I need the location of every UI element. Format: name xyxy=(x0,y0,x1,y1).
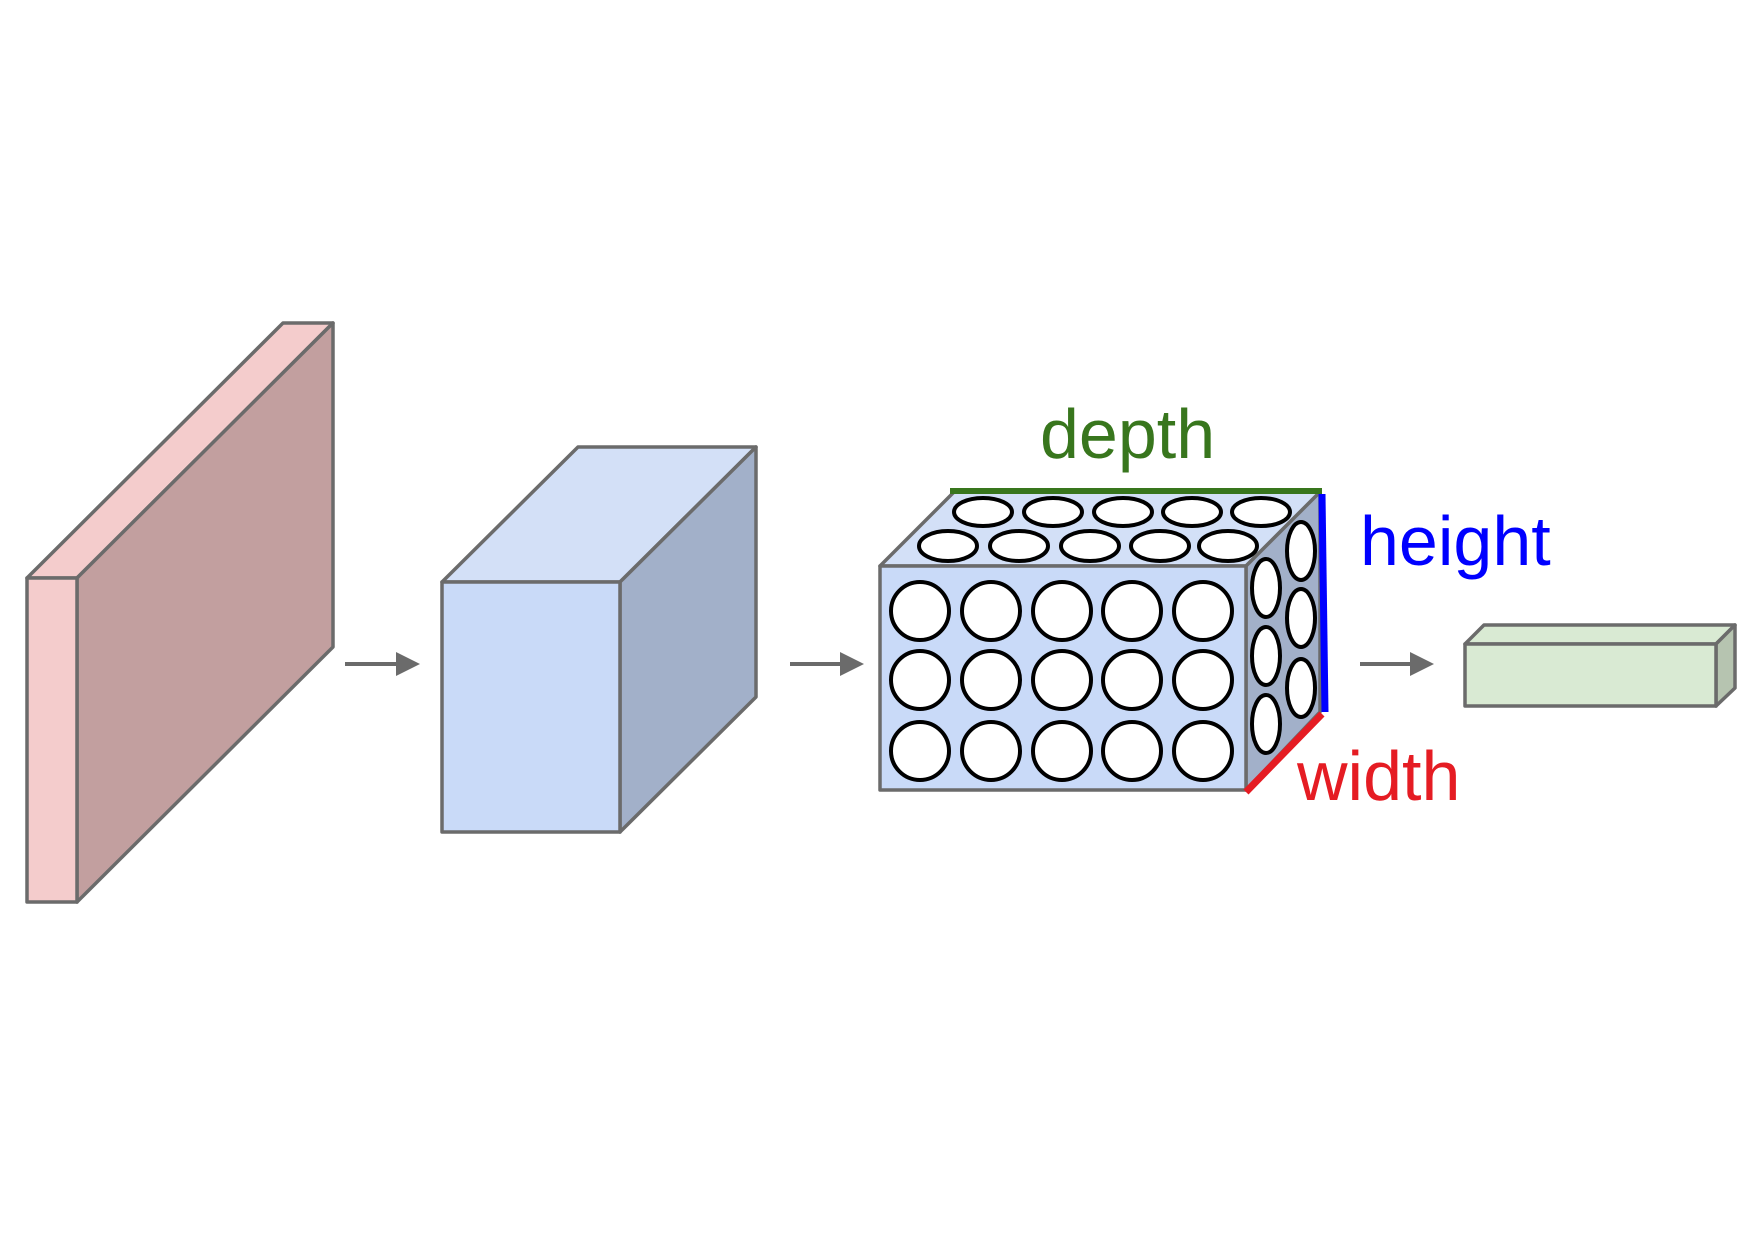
neuron xyxy=(889,720,951,782)
neuron xyxy=(1250,625,1282,687)
neuron xyxy=(952,496,1014,528)
neuron xyxy=(1230,496,1292,528)
arrow-2 xyxy=(790,652,864,676)
hidden-layer-box xyxy=(440,445,758,834)
input-layer-slab xyxy=(25,321,335,904)
neuron xyxy=(1059,529,1121,563)
neuron xyxy=(1101,649,1163,711)
neuron xyxy=(917,529,979,563)
width-label: width xyxy=(1296,737,1460,815)
neuron xyxy=(1197,529,1259,563)
neuron xyxy=(960,649,1022,711)
arrow-1 xyxy=(345,652,420,676)
neuron xyxy=(1250,557,1282,619)
neuron xyxy=(960,580,1022,642)
width-line xyxy=(1243,711,1325,795)
neuron xyxy=(1161,496,1223,528)
depth-label: depth xyxy=(1040,395,1215,473)
neuron xyxy=(1022,496,1084,528)
neuron xyxy=(1031,720,1093,782)
neuron xyxy=(1129,529,1191,563)
input-layer-front-face xyxy=(25,576,79,904)
output-layer-bar xyxy=(1463,623,1737,708)
side-face-neurons xyxy=(1250,520,1317,755)
neuron xyxy=(889,649,951,711)
front-face-neurons xyxy=(889,580,1234,782)
neuron xyxy=(1285,587,1317,649)
neuron xyxy=(1031,580,1093,642)
arrow-3 xyxy=(1360,652,1434,676)
height-label: height xyxy=(1360,502,1551,580)
output-layer-front-face xyxy=(1463,642,1718,708)
neuron xyxy=(889,580,951,642)
neuron xyxy=(1285,520,1317,582)
neuron xyxy=(1285,657,1317,719)
neuron xyxy=(1092,496,1154,528)
neuron xyxy=(960,720,1022,782)
neuron xyxy=(1101,580,1163,642)
neuron xyxy=(1172,649,1234,711)
neuron xyxy=(1031,649,1093,711)
height-line xyxy=(1318,493,1329,713)
neuron xyxy=(1172,580,1234,642)
top-face-neurons xyxy=(917,496,1292,563)
neuron xyxy=(1101,720,1163,782)
neuron xyxy=(1172,720,1234,782)
output-layer-top-face xyxy=(1463,623,1737,646)
hidden-layer-front-face xyxy=(440,580,622,834)
neuron xyxy=(988,529,1050,563)
neuron xyxy=(1250,693,1282,755)
